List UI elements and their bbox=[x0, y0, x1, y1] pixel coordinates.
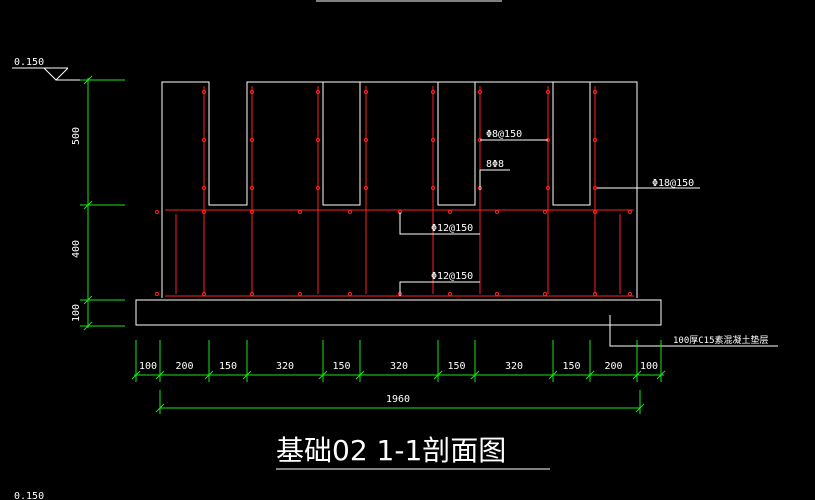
rebar-dot bbox=[201, 209, 207, 215]
rebar-dot bbox=[315, 185, 321, 191]
rebar-dot bbox=[201, 185, 207, 191]
rebar-dot bbox=[430, 89, 436, 95]
hdim-label: 100 bbox=[640, 361, 658, 372]
rebar-dot bbox=[315, 89, 321, 95]
rebar-dot bbox=[627, 209, 633, 215]
rebar-dot bbox=[592, 291, 598, 297]
rebar-dot bbox=[542, 291, 548, 297]
drawing-title: 基础02 1-1剖面图 bbox=[276, 434, 506, 467]
rebar-dot bbox=[542, 209, 548, 215]
rebar-dot bbox=[494, 209, 500, 215]
rebar-dot bbox=[201, 137, 207, 143]
rebar-dot bbox=[201, 89, 207, 95]
hdim-label: 150 bbox=[447, 361, 465, 372]
vertical-dimension: 500 400 100 bbox=[71, 75, 125, 331]
hdim-label: 150 bbox=[332, 361, 350, 372]
elevation-marker-top: 0.150 bbox=[12, 57, 125, 81]
vdim-400: 400 bbox=[71, 240, 82, 258]
hdim-label: 320 bbox=[505, 361, 523, 372]
foundation-outline bbox=[135, 81, 662, 326]
rebar-dot bbox=[297, 209, 303, 215]
rebar-dot bbox=[249, 137, 255, 143]
vdim-100: 100 bbox=[71, 304, 82, 322]
bedding-layer bbox=[135, 299, 662, 326]
horizontal-dimension: 100 200 150 320 150 320 150 320 150 200 100 1960 bbox=[131, 340, 666, 414]
rebar-dot bbox=[363, 185, 369, 191]
rebar-dot bbox=[430, 137, 436, 143]
rebar-dot bbox=[627, 291, 633, 297]
rebar-dot bbox=[477, 89, 483, 95]
rebar-dot bbox=[315, 137, 321, 143]
lower-mesh-label: Φ12@150 bbox=[431, 271, 473, 282]
rebar-dot bbox=[363, 89, 369, 95]
elevation-top-label: 0.150 bbox=[14, 57, 44, 68]
overall-dimension: 1960 bbox=[386, 394, 410, 405]
rebar-dot bbox=[592, 137, 598, 143]
hdim-label: 150 bbox=[562, 361, 580, 372]
rebar-dot bbox=[430, 185, 436, 191]
longitudinal-label: 8Φ8 bbox=[486, 159, 504, 170]
rebar-dot bbox=[249, 209, 255, 215]
hdim-label: 200 bbox=[175, 361, 193, 372]
rebar-annotations: Φ8@150 8Φ8 Φ18@150 Φ12@150 Φ12@150 100厚C… bbox=[399, 129, 778, 347]
elevation-bottom-label: 0.150 bbox=[14, 491, 44, 500]
hdim-label: 320 bbox=[276, 361, 294, 372]
hdim-label: 150 bbox=[219, 361, 237, 372]
rebar-dot bbox=[447, 291, 453, 297]
rebar-dot bbox=[592, 89, 598, 95]
bedding-label: 100厚C15素混凝土垫层 bbox=[673, 334, 769, 346]
upper-mesh-label: Φ12@150 bbox=[431, 223, 473, 234]
rebar-dot bbox=[592, 209, 598, 215]
rebar-dot bbox=[201, 291, 207, 297]
rebar-dot bbox=[592, 185, 598, 191]
rebar-dot bbox=[494, 291, 500, 297]
hdim-label: 100 bbox=[139, 361, 157, 372]
hdim-label: 320 bbox=[390, 361, 408, 372]
rebar-dot bbox=[545, 185, 551, 191]
rebar-dot bbox=[347, 291, 353, 297]
hdim-label: 200 bbox=[604, 361, 622, 372]
rebar-dot bbox=[154, 209, 160, 215]
side-label: Φ18@150 bbox=[652, 178, 694, 189]
rebars bbox=[154, 86, 634, 297]
rebar-dot bbox=[297, 291, 303, 297]
rebar-dot bbox=[447, 209, 453, 215]
rebar-dot bbox=[249, 291, 255, 297]
rebar-dot bbox=[545, 89, 551, 95]
stirrup-label: Φ8@150 bbox=[486, 129, 522, 140]
rebar-dot bbox=[347, 209, 353, 215]
vdim-500: 500 bbox=[71, 127, 82, 145]
rebar-dot bbox=[249, 89, 255, 95]
rebar-dot bbox=[249, 185, 255, 191]
rebar-dot bbox=[363, 137, 369, 143]
rebar-dot bbox=[154, 291, 160, 297]
